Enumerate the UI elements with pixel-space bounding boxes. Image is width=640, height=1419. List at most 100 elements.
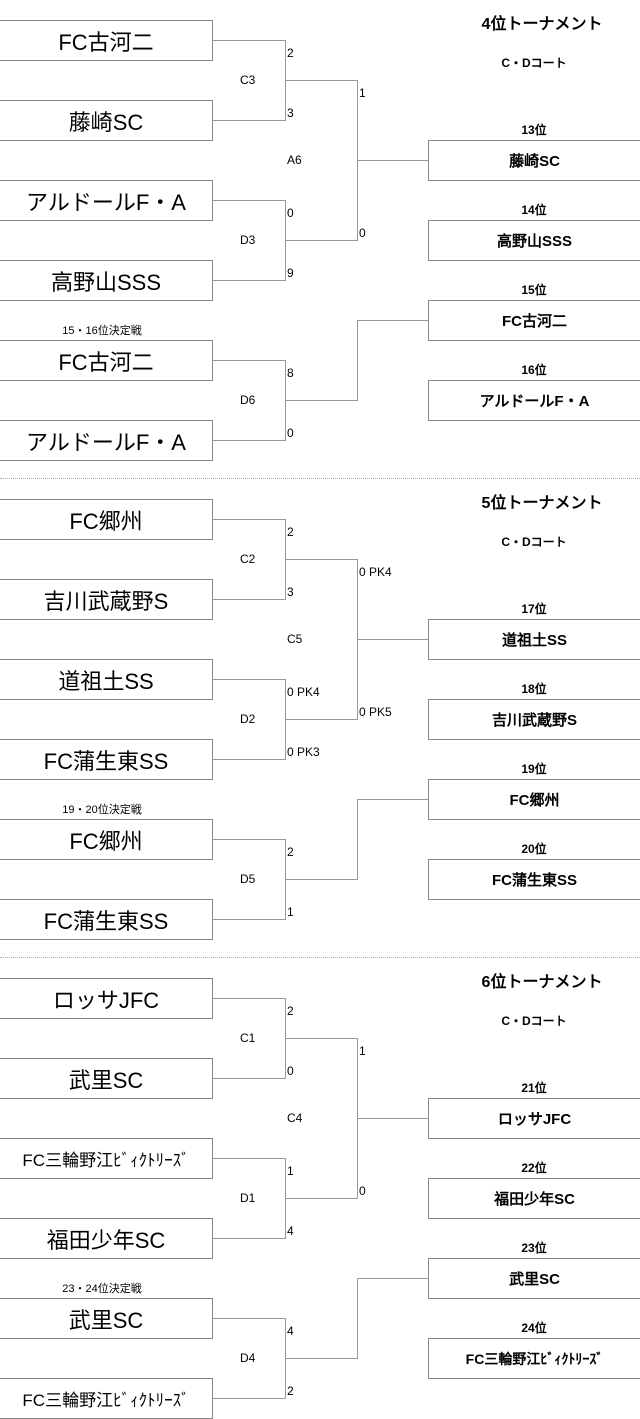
section-title: 5位トーナメント <box>481 495 603 512</box>
team-box: FC蒲生東SS <box>0 739 213 780</box>
match-label: D6 <box>240 393 256 407</box>
score: 0 PK4 <box>287 685 320 699</box>
match-label: C2 <box>240 552 256 566</box>
bracket-line <box>357 1278 428 1279</box>
match-label: D5 <box>240 872 256 886</box>
score: 2 <box>287 1384 294 1398</box>
score: 0 <box>287 1064 294 1078</box>
rank-team-box: 吉川武蔵野S <box>428 699 640 740</box>
score: 0 PK4 <box>359 565 392 579</box>
bracket-line <box>357 799 428 800</box>
rank-team-box: FC蒲生東SS <box>428 859 640 900</box>
section-title: 4位トーナメント <box>481 16 603 33</box>
score: 0 PK5 <box>359 705 392 719</box>
bracket-line <box>212 519 285 520</box>
match-label: D4 <box>240 1351 256 1365</box>
team-box: 道祖土SS <box>0 659 213 700</box>
rank-team-box: FC郷州 <box>428 779 640 820</box>
bracket-line <box>212 679 285 680</box>
score: 0 <box>287 426 294 440</box>
bracket-line <box>357 1278 358 1359</box>
bracket-line <box>285 559 357 560</box>
match-label: C3 <box>240 73 256 87</box>
rank-label: 21位 <box>521 1081 547 1095</box>
bracket-line <box>212 599 285 600</box>
rank-team-box: 福田少年SC <box>428 1178 640 1219</box>
rank-team-box: FC古河二 <box>428 300 640 341</box>
rank-label: 17位 <box>521 602 547 616</box>
team-box: 武里SC <box>0 1058 213 1099</box>
score: 1 <box>359 1044 366 1058</box>
rank-label: 13位 <box>521 123 547 137</box>
playoff-label: 23・24位決定戦 <box>62 1283 142 1295</box>
rank-team-box: 武里SC <box>428 1258 640 1299</box>
bracket-line <box>357 639 428 640</box>
bracket-line <box>357 320 358 401</box>
rank-team-box: ロッサJFC <box>428 1098 640 1139</box>
bracket-line <box>285 400 357 401</box>
score: 3 <box>287 585 294 599</box>
rank-team-box: 道祖土SS <box>428 619 640 660</box>
score: 9 <box>287 266 294 280</box>
score: 3 <box>287 106 294 120</box>
team-box: ロッサJFC <box>0 978 213 1019</box>
rank-label: 18位 <box>521 682 547 696</box>
playoff-team-box: FC蒲生東SS <box>0 899 213 940</box>
score: 0 <box>287 206 294 220</box>
team-box: FC古河二 <box>0 20 213 61</box>
playoff-team-box: 武里SC <box>0 1298 213 1339</box>
bracket-line <box>212 919 285 920</box>
playoff-team-box: アルドールF・A <box>0 420 213 461</box>
team-box: FC郷州 <box>0 499 213 540</box>
bracket-line <box>212 360 285 361</box>
court-label: C・Dコート <box>501 535 567 549</box>
score: 2 <box>287 525 294 539</box>
bracket-line <box>212 280 285 281</box>
score: 8 <box>287 366 294 380</box>
match-label: A6 <box>287 153 302 167</box>
rank-label: 23位 <box>521 1241 547 1255</box>
bracket-line <box>285 1358 357 1359</box>
score: 2 <box>287 845 294 859</box>
playoff-label: 15・16位決定戦 <box>62 325 142 337</box>
playoff-label: 19・20位決定戦 <box>62 804 142 816</box>
playoff-team-box: FC郷州 <box>0 819 213 860</box>
bracket-line <box>212 1238 285 1239</box>
match-label: C4 <box>287 1111 303 1125</box>
score: 1 <box>287 905 294 919</box>
match-label: D1 <box>240 1191 256 1205</box>
playoff-team-box: FC三輪野江ﾋﾞｨｸﾄﾘｰｽﾞ <box>0 1378 213 1419</box>
bracket-line <box>357 799 358 880</box>
match-label: D2 <box>240 712 256 726</box>
team-box: 藤崎SC <box>0 100 213 141</box>
bracket-line <box>212 1078 285 1079</box>
rank-label: 20位 <box>521 842 547 856</box>
bracket-line <box>212 998 285 999</box>
match-label: C5 <box>287 632 303 646</box>
rank-label: 16位 <box>521 363 547 377</box>
rank-label: 24位 <box>521 1321 547 1335</box>
rank-team-box: アルドールF・A <box>428 380 640 421</box>
court-label: C・Dコート <box>501 1014 567 1028</box>
score: 2 <box>287 46 294 60</box>
match-label: D3 <box>240 233 256 247</box>
bracket-line <box>285 879 357 880</box>
bracket-line <box>285 1038 357 1039</box>
rank-team-box: 藤崎SC <box>428 140 640 181</box>
rank-team-box: 高野山SSS <box>428 220 640 261</box>
bracket-line <box>212 1398 285 1399</box>
section-divider <box>0 478 640 479</box>
bracket-line <box>285 719 357 720</box>
score: 4 <box>287 1324 294 1338</box>
bracket-line <box>357 320 428 321</box>
team-box: 吉川武蔵野S <box>0 579 213 620</box>
score: 0 <box>359 1184 366 1198</box>
section-title: 6位トーナメント <box>481 974 603 991</box>
section-divider <box>0 957 640 958</box>
bracket-line <box>212 759 285 760</box>
team-box: 福田少年SC <box>0 1218 213 1259</box>
bracket-line <box>212 120 285 121</box>
bracket-line <box>212 440 285 441</box>
bracket-line <box>212 200 285 201</box>
bracket-line <box>285 80 357 81</box>
